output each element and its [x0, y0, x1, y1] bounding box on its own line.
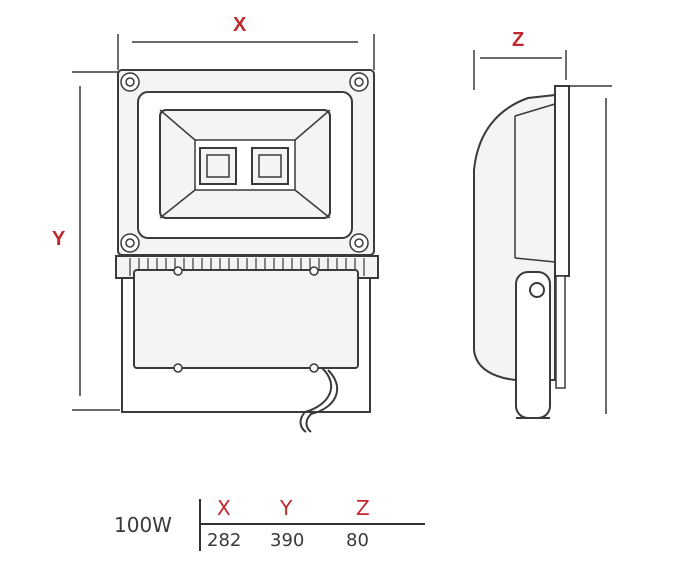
spec-divider-vertical — [199, 499, 201, 551]
dimension-y-label: Y — [52, 228, 66, 250]
spec-header-z: Z — [356, 496, 370, 520]
dimension-lines-front — [72, 34, 375, 411]
dimension-x-label: X — [233, 14, 247, 36]
led-chip-left — [199, 147, 237, 185]
dimension-z-label: Z — [512, 29, 524, 51]
side-glass — [554, 85, 570, 277]
led-chip-right — [251, 147, 289, 185]
power-cable — [299, 367, 333, 433]
spec-value-y: 390 — [270, 530, 305, 551]
driver-box — [133, 269, 359, 369]
front-view — [115, 69, 379, 433]
dimension-lines-side — [473, 50, 612, 414]
spec-header-x: X — [217, 496, 231, 520]
spec-value-x: 282 — [207, 530, 242, 551]
screw-icon — [120, 72, 369, 253]
side-view — [473, 85, 570, 419]
spec-value-z: 80 — [346, 530, 369, 551]
spec-model: 100W — [114, 513, 172, 537]
spec-divider-horizontal — [199, 523, 425, 525]
spec-header-y: Y — [280, 496, 293, 520]
bracket-pivot — [529, 282, 545, 298]
